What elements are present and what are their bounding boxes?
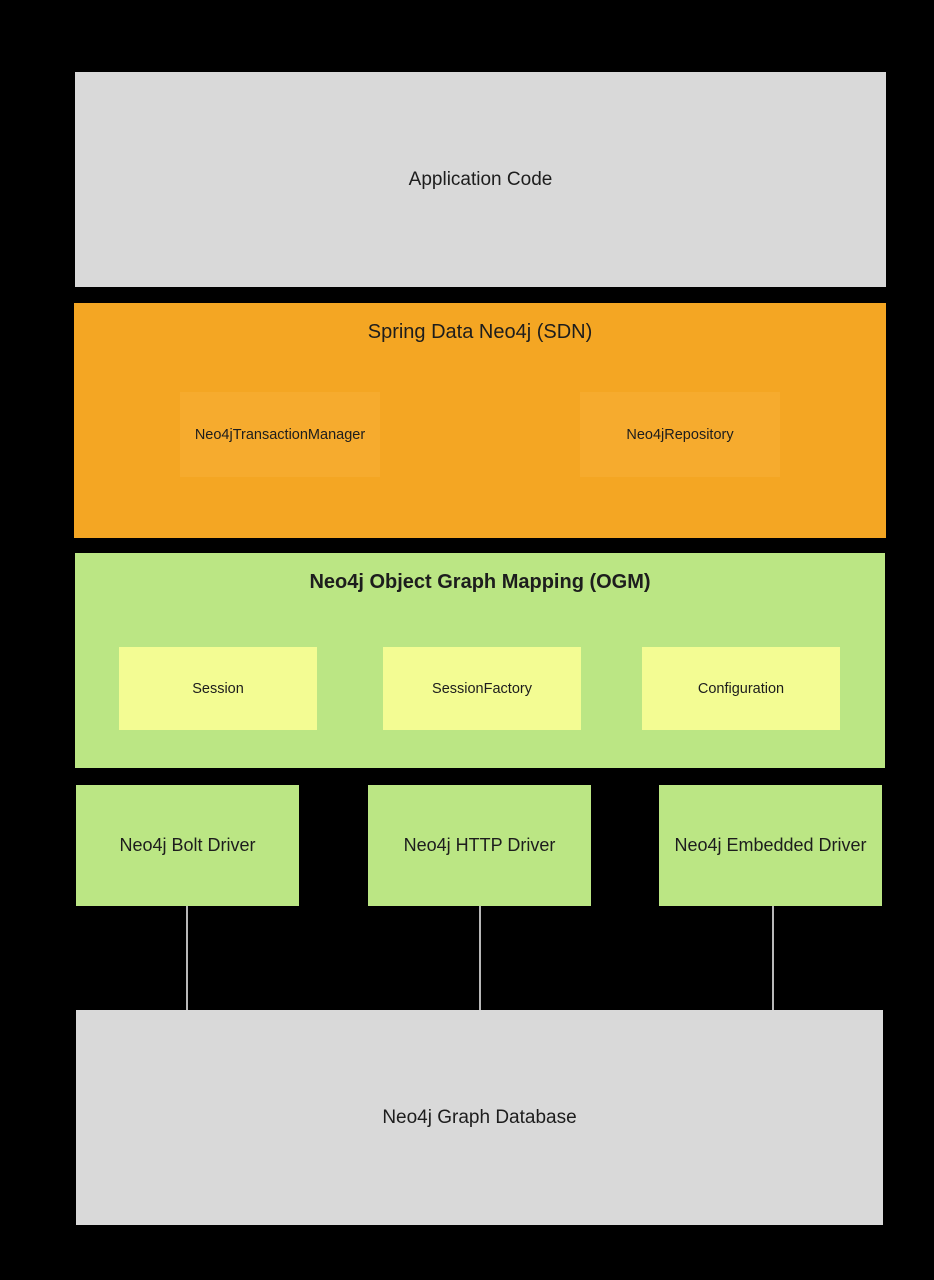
neo4j-repository-label: Neo4jRepository: [626, 426, 734, 443]
neo4j-bolt-driver-box: Neo4j Bolt Driver: [76, 785, 299, 906]
connector-line-http: [479, 906, 481, 1010]
connector-line-bolt: [186, 906, 188, 1010]
session-factory-box: SessionFactory: [383, 647, 581, 730]
connector-line-embedded: [772, 906, 774, 1010]
spring-data-neo4j-title: Spring Data Neo4j (SDN): [367, 321, 593, 343]
neo4j-ogm-title: Neo4j Object Graph Mapping (OGM): [309, 571, 651, 593]
configuration-box: Configuration: [642, 647, 840, 730]
neo4j-http-driver-box: Neo4j HTTP Driver: [368, 785, 591, 906]
neo4j-http-driver-label: Neo4j HTTP Driver: [403, 835, 556, 855]
application-code-box: Application Code: [75, 72, 886, 287]
session-label: Session: [192, 680, 244, 697]
neo4j-repository-box: Neo4jRepository: [580, 392, 780, 477]
neo4j-embedded-driver-box: Neo4j Embedded Driver: [659, 785, 882, 906]
neo4j-ogm-layer: Neo4j Object Graph Mapping (OGM) Session…: [75, 553, 885, 768]
neo4j-bolt-driver-label: Neo4j Bolt Driver: [119, 835, 256, 855]
spring-data-neo4j-layer: Spring Data Neo4j (SDN) Neo4jTransaction…: [74, 303, 886, 538]
neo4j-transaction-manager-box: Neo4jTransactionManager: [180, 392, 380, 477]
session-factory-label: SessionFactory: [432, 680, 532, 697]
neo4j-embedded-driver-label: Neo4j Embedded Driver: [674, 835, 867, 855]
neo4j-graph-database-box: Neo4j Graph Database: [76, 1010, 883, 1225]
neo4j-transaction-manager-label: Neo4jTransactionManager: [194, 426, 366, 443]
configuration-label: Configuration: [697, 680, 785, 697]
neo4j-graph-database-label: Neo4j Graph Database: [382, 1106, 577, 1128]
session-box: Session: [119, 647, 317, 730]
application-code-label: Application Code: [408, 168, 553, 190]
